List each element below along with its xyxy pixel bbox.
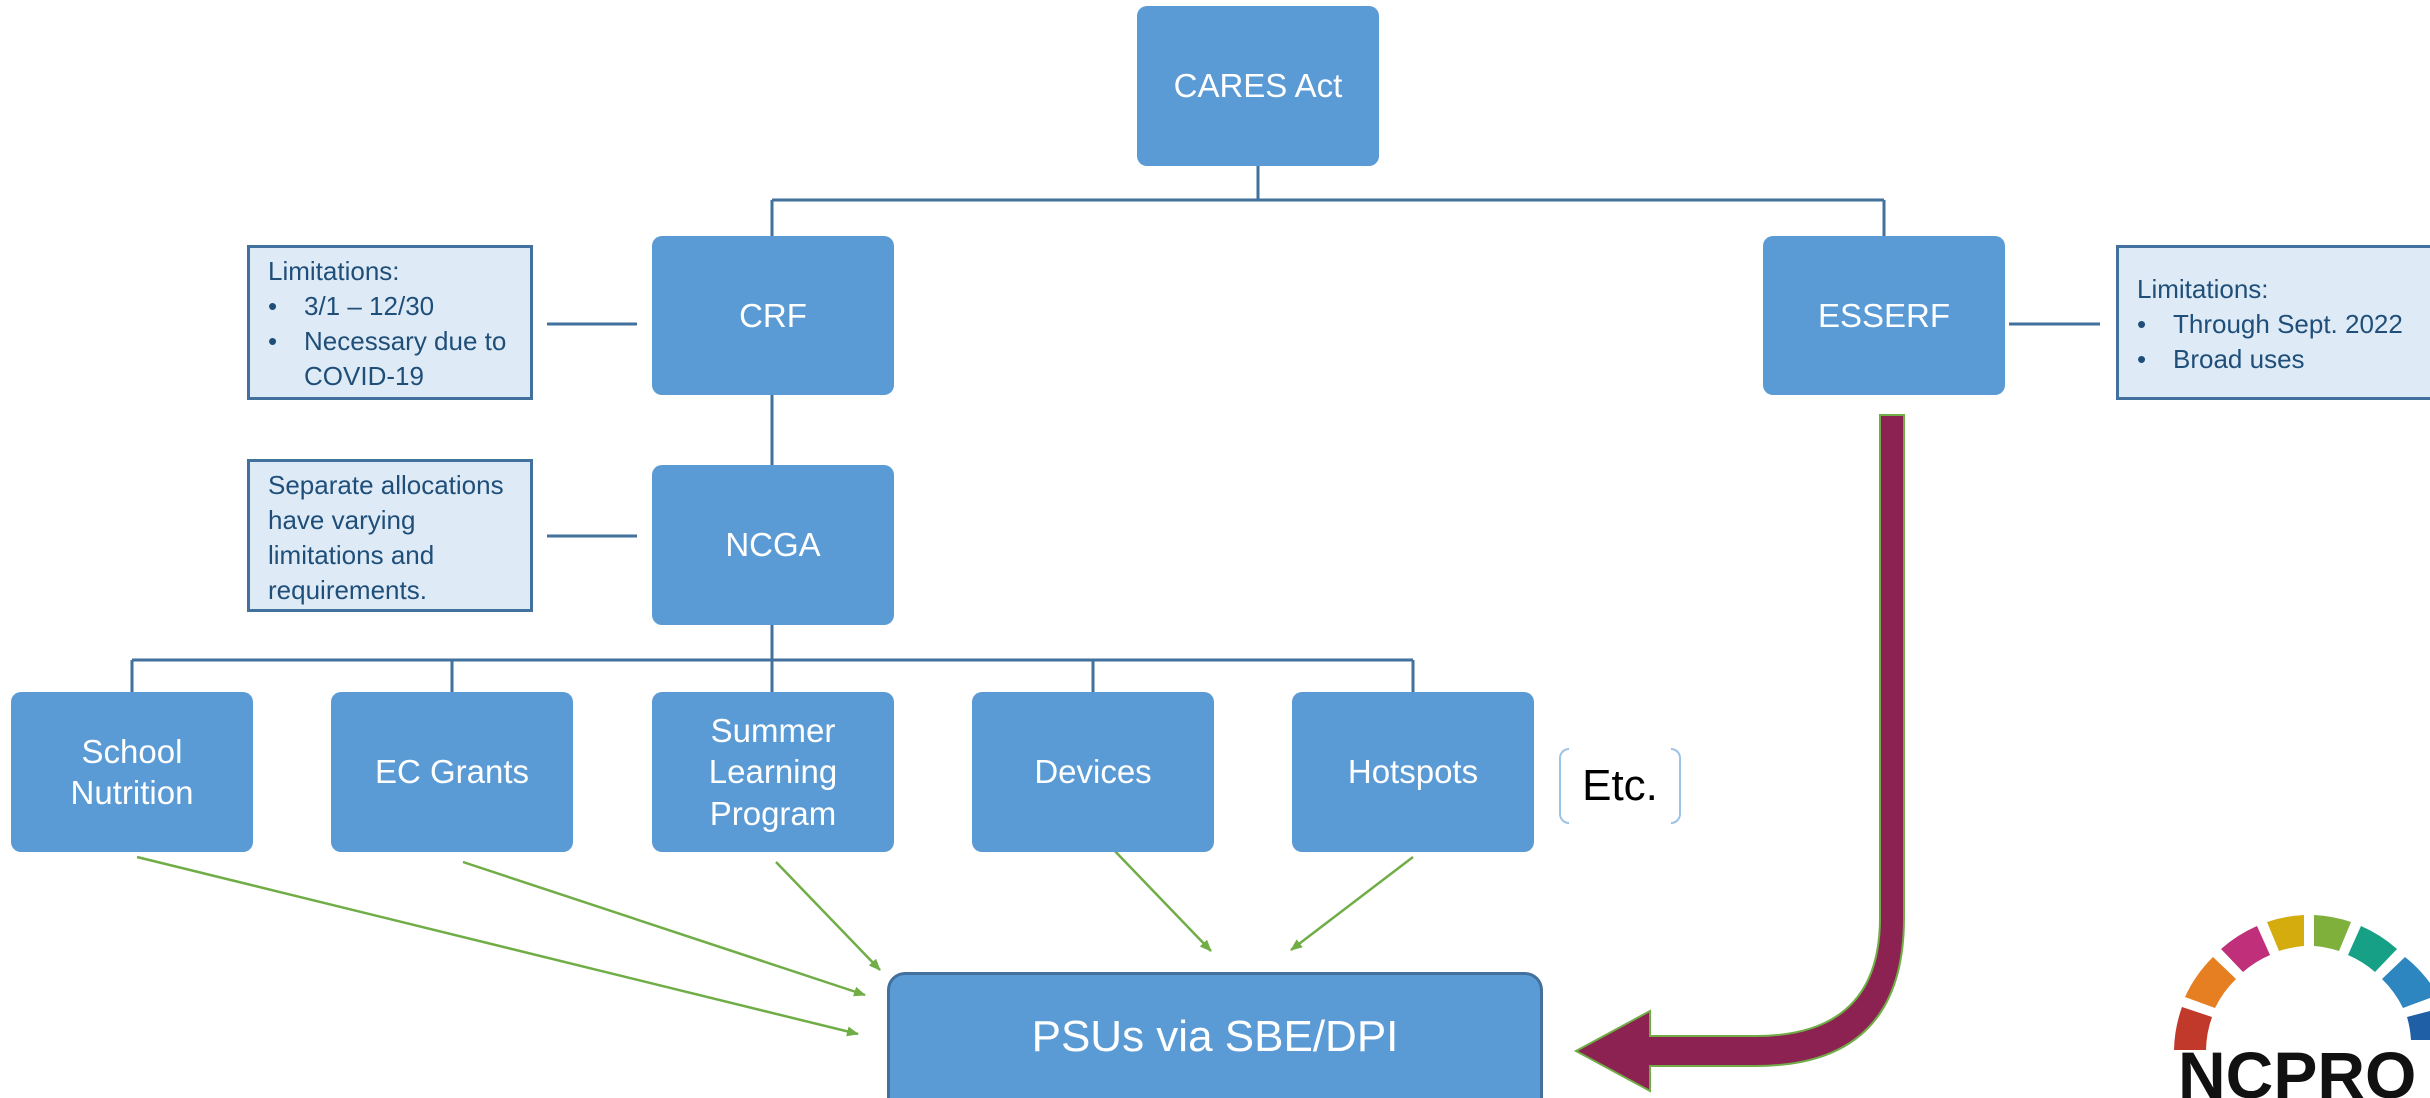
crf-node: CRF [652, 236, 894, 395]
etc-label-box: Etc. [1559, 748, 1681, 824]
school-nutrition-line: School [81, 732, 183, 770]
esserf-to-psus-arrow [1573, 414, 1905, 1093]
devices-node: Devices [972, 692, 1214, 852]
school-nutrition-node: School Nutrition [11, 692, 253, 852]
school-nutrition-line: Nutrition [70, 774, 194, 811]
summer-learning-node: Summer Learning Program [652, 692, 894, 852]
ncga-note-line: requirements. [268, 575, 427, 605]
summer-learning-line: Learning [708, 753, 838, 791]
crf-note-line: COVID-19 [304, 361, 424, 391]
psus-label: PSUs via SBE/DPI [1031, 1011, 1399, 1061]
esserf-note-list: Through Sept. 2022 Broad uses [2137, 307, 2430, 377]
hotspots-node: Hotspots [1292, 692, 1534, 852]
esserf-note-bullet: Through Sept. 2022 [2137, 307, 2430, 342]
ncga-note-line: Separate allocations [268, 470, 504, 500]
hierarchy-connectors [130, 166, 2100, 692]
esserf-label: ESSERF [1817, 296, 1951, 334]
ncpro-logo: NCPRO [2174, 915, 2430, 1098]
devices-label: Devices [1034, 753, 1152, 791]
arrow-devices [1109, 845, 1212, 952]
psus-node: PSUs via SBE/DPI [887, 972, 1543, 1098]
ncga-allocations-note: Separate allocations have varying limita… [247, 459, 533, 612]
summer-learning-line: Summer [710, 712, 836, 750]
ncga-label: NCGA [725, 526, 821, 564]
ncga-note-line: limitations and [268, 540, 435, 570]
esserf-node: ESSERF [1763, 236, 2005, 395]
crf-note-bullet: 3/1 – 12/30 [268, 289, 530, 324]
etc-bracket-left [1559, 748, 1569, 824]
arrow-school-nutrition [136, 855, 859, 1037]
cares-act-label: CARES Act [1173, 67, 1343, 105]
etc-bracket-right [1671, 748, 1681, 824]
arrow-ec-grants [462, 860, 866, 997]
ec-grants-node: EC Grants [331, 692, 573, 852]
crf-note-heading: Limitations: [268, 256, 400, 286]
cares-act-node: CARES Act [1137, 6, 1379, 166]
ncga-node: NCGA [652, 465, 894, 625]
logo-text: NCPRO [2178, 1038, 2416, 1098]
arrow-summer-learning [775, 861, 881, 971]
crf-limitations-note: Limitations: 3/1 – 12/30 Necessary due t… [247, 245, 533, 400]
summer-learning-line: Program [709, 794, 837, 832]
arrow-hotspots [1290, 856, 1414, 951]
etc-label: Etc. [1582, 761, 1658, 810]
crf-label: CRF [739, 296, 807, 334]
crf-note-list: 3/1 – 12/30 Necessary due to COVID-19 [268, 289, 530, 394]
crf-note-bullet: Necessary due to COVID-19 [268, 324, 530, 394]
hotspots-label: Hotspots [1347, 753, 1479, 791]
flow-arrows [136, 845, 1414, 1037]
esserf-note-heading: Limitations: [2137, 274, 2269, 304]
ncga-note-line: have varying [268, 505, 416, 535]
crf-note-line: Necessary due to [304, 326, 507, 356]
esserf-note-bullet: Broad uses [2137, 342, 2430, 377]
esserf-limitations-note: Limitations: Through Sept. 2022 Broad us… [2116, 245, 2430, 400]
ec-grants-label: EC Grants [374, 753, 530, 791]
